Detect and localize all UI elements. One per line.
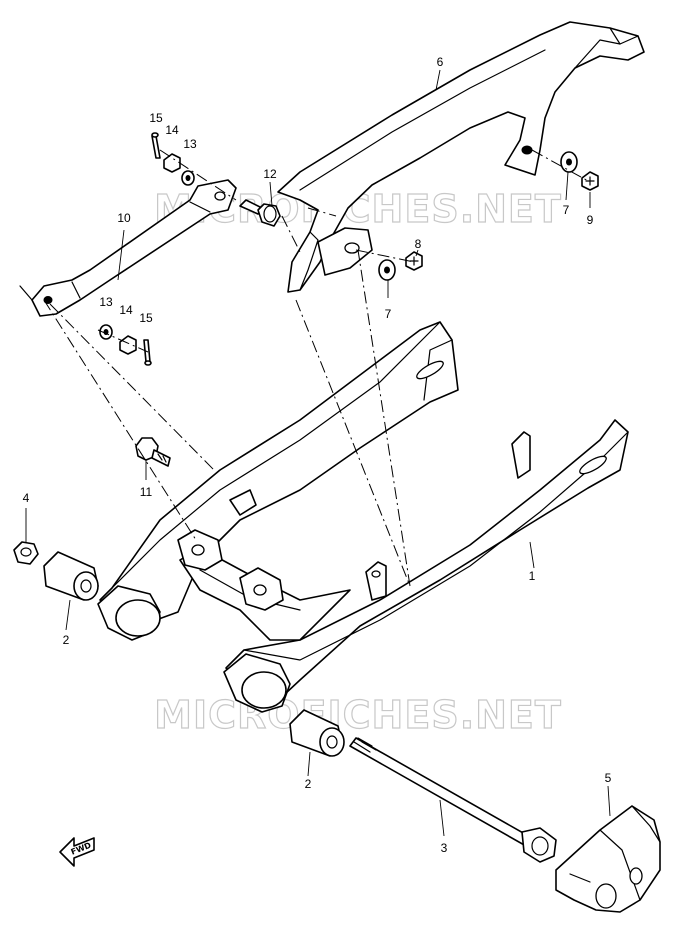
callout-13a: 13 [183,137,197,151]
pivot-bolt-part-3 [349,737,557,863]
callout-5: 5 [605,771,612,785]
callout-15a: 15 [149,111,163,125]
callout-14b: 14 [119,303,133,317]
washer-part-7b [378,259,396,281]
callout-6: 6 [437,55,444,69]
callout-14a: 14 [165,123,179,137]
callout-12: 12 [263,167,277,181]
screw-part-9 [581,171,599,191]
nut-part-14a [163,153,181,173]
callout-8: 8 [415,237,422,251]
fwd-arrow-icon: FWD [59,837,95,867]
callout-9: 9 [587,213,594,227]
callout-10: 10 [117,211,131,225]
nut-part-4 [13,541,39,565]
swingarm-part-1 [97,321,629,713]
leader-lines [25,69,611,837]
callout-7b: 7 [385,307,392,321]
assembly-lines [43,149,591,587]
callout-4: 4 [23,491,30,505]
chain-buffer-part-5 [555,805,661,913]
nut-part-14b [119,335,137,355]
chain-case-part-6 [277,21,645,293]
screw-part-8 [405,251,423,271]
callout-15b: 15 [139,311,153,325]
rod-part-10 [19,179,237,317]
callout-3: 3 [441,841,448,855]
washer-part-7a [560,151,578,173]
washer-part-13a [181,170,195,186]
callout-11: 11 [140,485,153,499]
washer-part-13b [99,324,113,340]
bolt-part-11 [135,437,171,467]
cotter-pin-part-15b [143,339,152,366]
callout-1: 1 [529,569,536,583]
callout-7a: 7 [563,203,570,217]
callouts: 6 1 10 12 11 4 2 2 3 5 7 9 8 7 15 14 13 … [23,55,612,855]
callout-2b: 2 [305,777,312,791]
callout-13b: 13 [99,295,113,309]
bushing-part-2b [289,709,345,757]
watermark-bottom: MICROFICHES.NET [154,693,562,737]
bushing-part-2a [43,551,99,601]
bolt-part-12 [239,199,281,227]
callout-2a: 2 [63,633,70,647]
cotter-pin-part-15a [151,132,161,159]
